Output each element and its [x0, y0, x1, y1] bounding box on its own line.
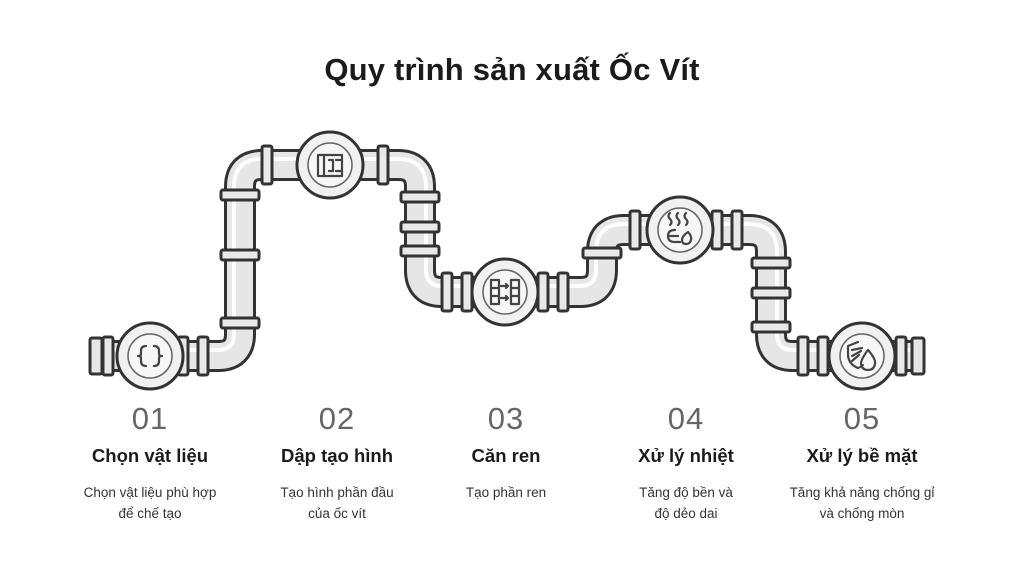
step-02: 02 Dập tạo hình Tạo hình phần đầu của ốc… — [248, 400, 426, 524]
step-label: Xử lý nhiệt — [638, 445, 734, 466]
step-number: 03 — [487, 401, 525, 436]
step-label: Chọn vật liệu — [91, 445, 209, 466]
pipe-end-left — [88, 336, 104, 376]
code-braces-icon — [136, 344, 164, 368]
step-description: Tăng khả năng chống gỉ và chống mòn — [789, 485, 935, 521]
step-number: 04 — [667, 401, 705, 436]
step-description: Tạo hình phần đầu của ốc vít — [280, 485, 394, 521]
heat-treatment-icon — [666, 211, 693, 246]
step-04: 04 Xử lý nhiệt Tăng độ bền và độ dẻo dai — [597, 400, 775, 524]
step-description: Tăng độ bền và độ dẻo dai — [639, 485, 733, 521]
pipe-end-right — [910, 336, 926, 376]
step-05: 05 Xử lý bề mặt Tăng khả năng chống gỉ v… — [773, 400, 951, 524]
step-number: 01 — [131, 401, 169, 436]
diagram-title: Quy trình sản xuất Ốc Vít — [324, 52, 700, 87]
step-03: 03 Căn ren Tạo phần ren — [417, 400, 595, 503]
step-node-03 — [470, 257, 540, 327]
step-description: Chọn vật liệu phù hợp để chế tạo — [83, 485, 217, 521]
pipe-couplers — [101, 144, 908, 377]
step-label: Dập tạo hình — [280, 445, 394, 466]
thread-rolling-icon — [489, 278, 521, 306]
step-label: Căn ren — [471, 445, 541, 466]
step-node-02 — [295, 130, 365, 200]
step-node-01 — [115, 321, 185, 391]
step-label: Xử lý bề mặt — [806, 445, 918, 466]
step-description: Tạo phần ren — [465, 485, 547, 500]
step-node-04 — [645, 195, 715, 265]
shield-drop-icon — [846, 340, 877, 372]
step-node-05 — [827, 321, 897, 391]
press-stamp-icon — [316, 153, 344, 178]
step-01: 01 Chọn vật liệu Chọn vật liệu phù hợp đ… — [61, 400, 239, 524]
pipeline-diagram: .tube { fill: none; stroke: #333; stroke… — [88, 130, 926, 391]
step-number: 02 — [318, 401, 356, 436]
step-number: 05 — [843, 401, 881, 436]
